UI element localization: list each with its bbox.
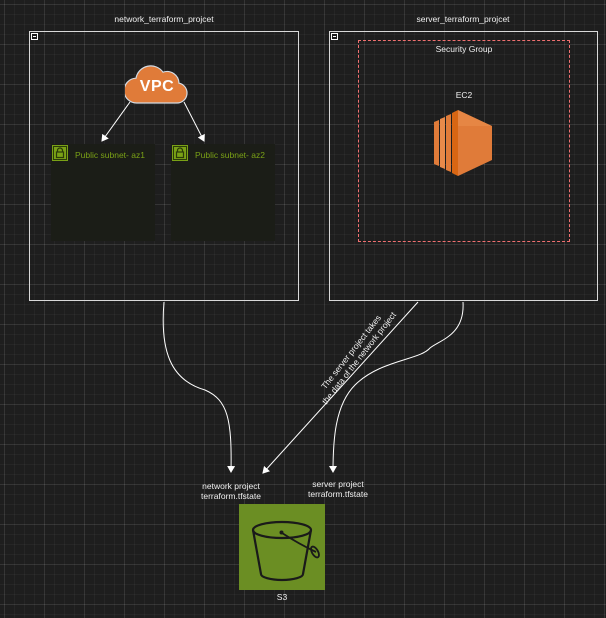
security-group[interactable] (358, 40, 570, 242)
subnet-az2-label: Public subnet- az2 (195, 150, 265, 160)
network-state-line-1: network project (202, 481, 260, 491)
vpc-label: VPC (139, 78, 175, 95)
network-state-line-2: terraform.tfstate (201, 491, 261, 501)
security-group-label: Security Group (435, 44, 493, 54)
network-project-group[interactable] (29, 31, 299, 301)
server-state-line-2: terraform.tfstate (308, 489, 368, 499)
server-state-label: server project terraform.tfstate (283, 479, 393, 499)
public-subnet-az2[interactable] (171, 144, 275, 241)
s3-bucket-icon[interactable] (239, 504, 325, 590)
vpc-cloud-icon[interactable]: VPC (123, 63, 189, 105)
server-to-network-state-arrow[interactable] (262, 301, 419, 474)
network-group-collapse-button[interactable] (31, 33, 38, 40)
server-project-group[interactable] (329, 31, 598, 301)
vpc-to-subnet-az2-arrow[interactable] (183, 101, 205, 142)
vpc-to-subnet-az1-arrow[interactable] (101, 101, 131, 142)
s3-label: S3 (276, 592, 288, 602)
server-state-line-1: server project (312, 479, 364, 489)
network-project-title: network_terraform_projcet (114, 14, 214, 24)
server-to-state-arrow[interactable] (329, 301, 464, 473)
ec2-instance-icon[interactable] (434, 108, 494, 178)
network-to-state-arrow[interactable] (162, 301, 236, 473)
subnet-az1-lock-icon (52, 145, 68, 161)
ec2-label: EC2 (455, 90, 473, 100)
network-state-label: network project terraform.tfstate (176, 481, 286, 501)
subnet-az1-label: Public subnet- az1 (75, 150, 145, 160)
server-group-collapse-button[interactable] (331, 33, 338, 40)
subnet-az2-lock-icon (172, 145, 188, 161)
server-project-title: server_terraform_projcet (416, 14, 510, 24)
public-subnet-az1[interactable] (51, 144, 155, 241)
